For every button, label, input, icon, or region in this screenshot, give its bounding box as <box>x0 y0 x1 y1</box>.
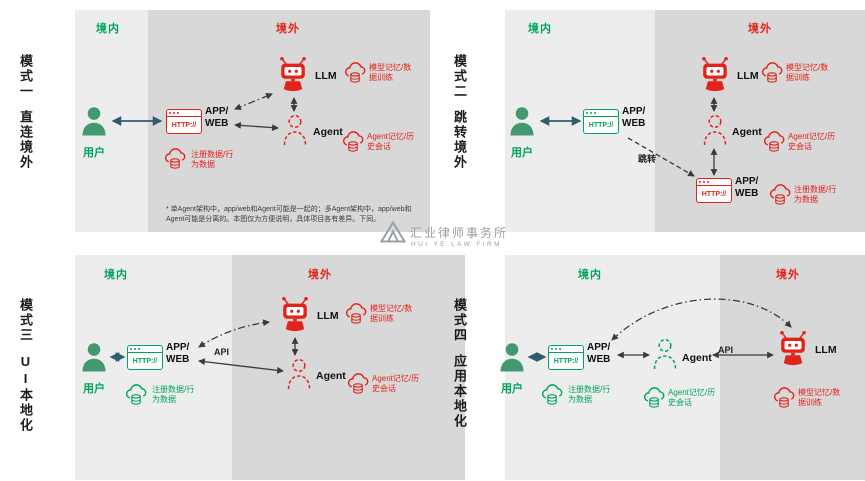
browser-url-text: HTTP:// <box>132 357 158 365</box>
browser-icon: HTTP:// <box>548 345 584 370</box>
cloud-database-icon <box>124 383 149 406</box>
appweb-label: APP/ WEB <box>587 342 611 365</box>
mode2-overseas-zone <box>655 10 865 232</box>
cloud-database-icon <box>346 372 371 395</box>
mode3-name: UI本地化 <box>18 354 33 433</box>
appweb-label: APP/ WEB <box>622 106 646 129</box>
mode2-label: 模式二 <box>452 54 467 99</box>
agent-label: Agent <box>313 126 343 138</box>
api-label: API <box>214 347 230 357</box>
model-memory-caption: 模型记忆/数据训练 <box>798 388 841 408</box>
mode3-overseas-zone <box>232 255 465 480</box>
mode3-domestic-label: 境内 <box>104 269 128 281</box>
llm-robot-icon <box>278 296 312 334</box>
mode3-label: 模式三 <box>18 298 33 343</box>
cloud-database-icon <box>768 183 793 206</box>
agent-memory-caption: Agent记忆/历史会话 <box>668 388 716 408</box>
browser-dots <box>697 179 731 186</box>
mode3-overseas-label: 境外 <box>308 269 332 281</box>
agent-icon <box>282 114 308 146</box>
mode4-name: 应用本地化 <box>452 354 467 429</box>
mode4-overseas-label: 境外 <box>776 269 800 281</box>
mode1-name: 直连境外 <box>18 110 33 170</box>
user-icon <box>80 342 108 372</box>
law-firm-name-en: HUI YE LAW FIRM <box>411 241 502 248</box>
model-memory-caption: 模型记忆/数据训练 <box>369 63 412 83</box>
cloud-database-icon <box>762 130 787 153</box>
cloud-database-icon <box>163 147 188 170</box>
appweb-label: APP/ WEB <box>166 342 190 365</box>
appweb-label: APP/ WEB <box>735 176 759 199</box>
mode1-domestic-label: 境内 <box>96 23 120 35</box>
law-firm-name-cn: 汇业律师事务所 <box>410 226 509 240</box>
registration-data-caption: 注册数据/行为数据 <box>794 185 837 205</box>
cloud-database-icon <box>760 61 785 84</box>
cloud-database-icon <box>642 386 667 409</box>
agent-label: Agent <box>316 370 346 382</box>
appweb-label: APP/ WEB <box>205 106 229 129</box>
user-label: 用户 <box>83 383 105 395</box>
model-memory-caption: 模型记忆/数据训练 <box>370 304 413 324</box>
mode2-overseas-label: 境外 <box>748 23 772 35</box>
mode4-domestic-label: 境内 <box>578 269 602 281</box>
user-label: 用户 <box>83 147 105 159</box>
agent-memory-caption: Agent记忆/历史会话 <box>788 132 836 152</box>
browser-icon: HTTP:// <box>166 109 202 134</box>
browser-icon: HTTP:// <box>696 178 732 203</box>
cloud-database-icon <box>540 383 565 406</box>
llm-label: LLM <box>317 310 339 322</box>
browser-dots <box>128 346 162 353</box>
redirect-label: 跳转 <box>638 154 657 164</box>
agent-label: Agent <box>732 126 762 138</box>
user-icon <box>498 342 526 372</box>
llm-label: LLM <box>315 70 337 82</box>
agent-label: Agent <box>682 352 712 364</box>
llm-label: LLM <box>815 344 837 356</box>
agent-icon <box>286 358 312 390</box>
agent-memory-caption: Agent记忆/历史会话 <box>372 374 420 394</box>
browser-dots <box>584 110 618 117</box>
agent-icon <box>702 114 728 146</box>
cloud-database-icon <box>344 302 369 325</box>
registration-data-caption: 注册数据/行为数据 <box>191 150 234 170</box>
law-firm-logo-icon <box>380 221 406 243</box>
footnote: * 单Agent架构中，app/web和Agent可能是一起的；多Agent架构… <box>166 206 412 224</box>
agent-memory-caption: Agent记忆/历史会话 <box>367 132 415 152</box>
llm-robot-icon <box>776 330 810 368</box>
browser-url-text: HTTP:// <box>171 121 197 129</box>
llm-label: LLM <box>737 70 759 82</box>
api-label: API <box>718 345 734 355</box>
browser-dots <box>549 346 583 353</box>
browser-icon: HTTP:// <box>583 109 619 134</box>
mode2-domestic-label: 境内 <box>528 23 552 35</box>
user-label: 用户 <box>511 147 533 159</box>
registration-data-caption: 注册数据/行为数据 <box>152 385 195 405</box>
user-label: 用户 <box>501 383 523 395</box>
browser-url-text: HTTP:// <box>553 357 579 365</box>
cloud-database-icon <box>341 130 366 153</box>
mode2-name: 跳转境外 <box>452 110 467 170</box>
llm-robot-icon <box>698 56 732 94</box>
browser-dots <box>167 110 201 117</box>
browser-url-text: HTTP:// <box>701 190 727 198</box>
mode1-overseas-label: 境外 <box>276 23 300 35</box>
llm-robot-icon <box>276 56 310 94</box>
mode4-overseas-zone <box>720 255 865 480</box>
browser-icon: HTTP:// <box>127 345 163 370</box>
user-icon <box>508 106 536 136</box>
cloud-database-icon <box>343 61 368 84</box>
agent-icon <box>652 338 678 370</box>
registration-data-caption: 注册数据/行为数据 <box>568 385 611 405</box>
mode4-label: 模式四 <box>452 298 467 343</box>
browser-url-text: HTTP:// <box>588 121 614 129</box>
user-icon <box>80 106 108 136</box>
cloud-database-icon <box>772 386 797 409</box>
mode1-label: 模式一 <box>18 54 33 99</box>
model-memory-caption: 模型记忆/数据训练 <box>786 63 829 83</box>
